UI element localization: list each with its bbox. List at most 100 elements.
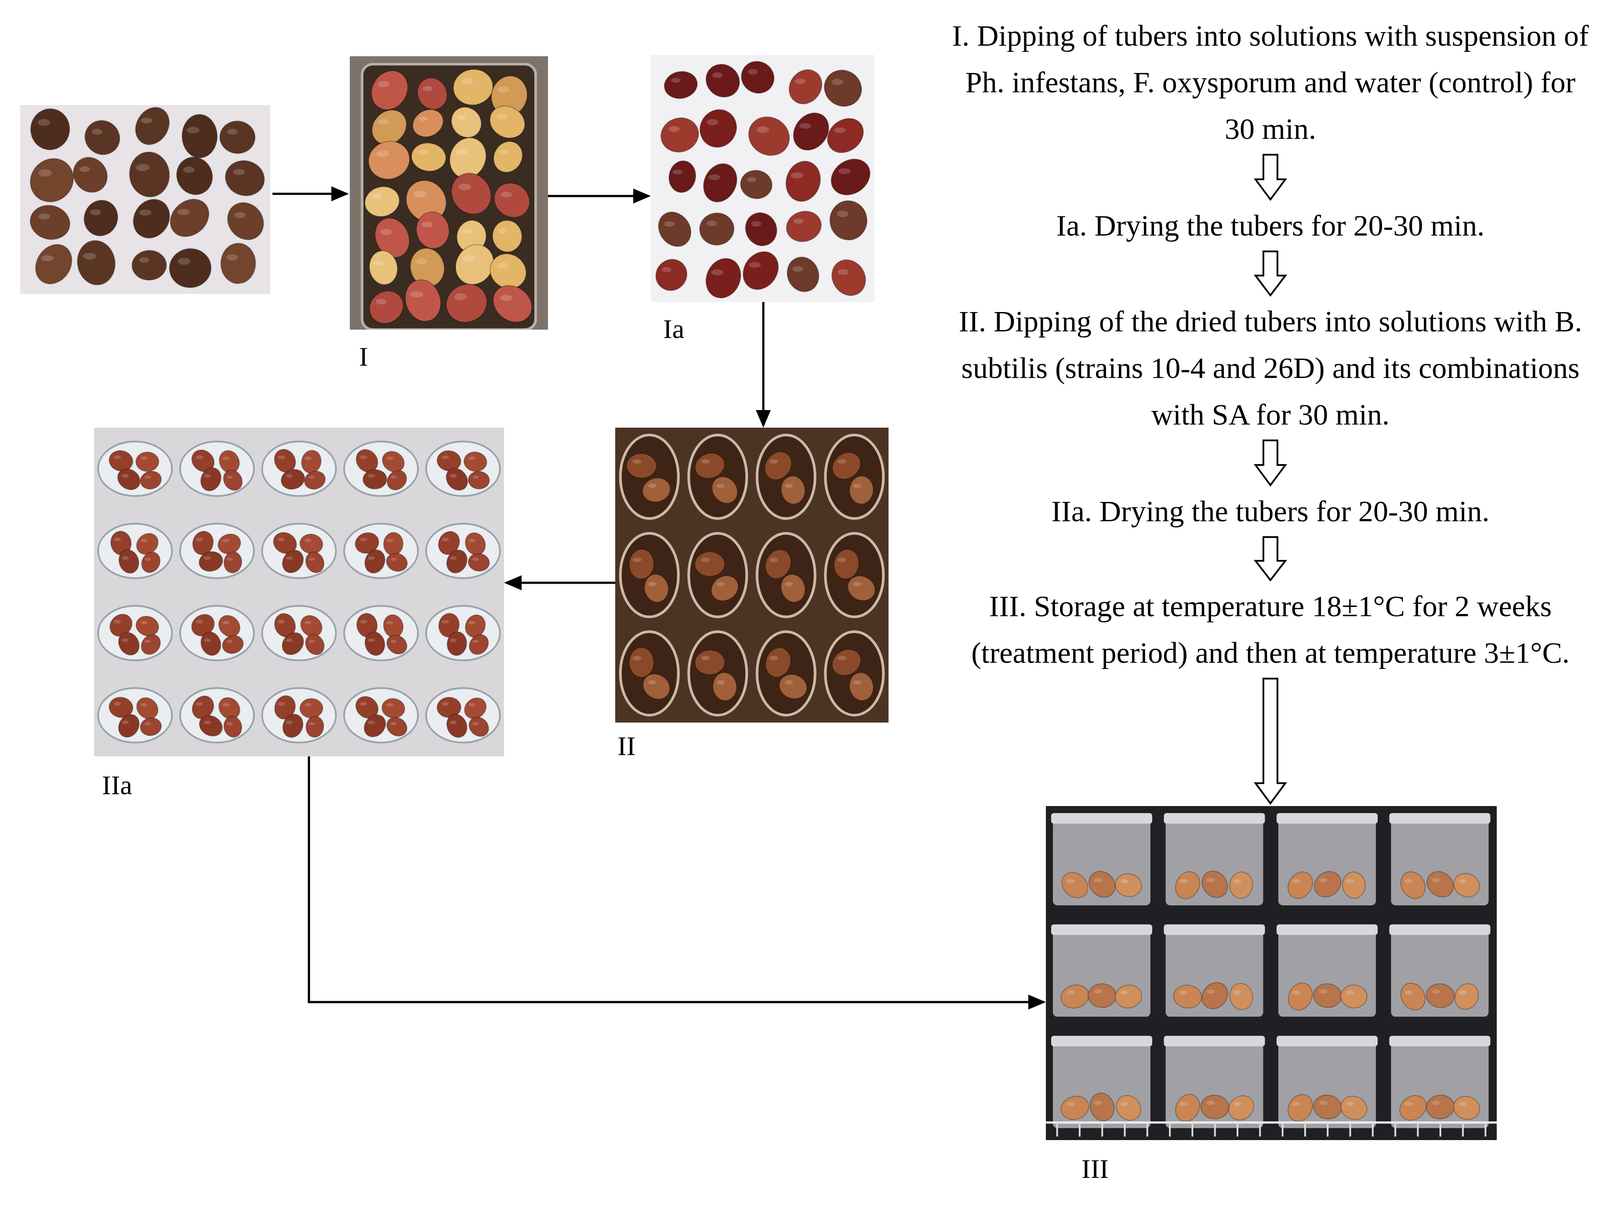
potato-shine bbox=[373, 260, 384, 265]
petri-dish bbox=[426, 523, 501, 579]
potato bbox=[412, 72, 453, 115]
potato bbox=[79, 195, 124, 241]
potato bbox=[29, 107, 72, 152]
potato bbox=[711, 671, 738, 702]
potato bbox=[694, 649, 726, 675]
potato bbox=[486, 277, 540, 330]
potato bbox=[278, 466, 308, 493]
shelf-wire bbox=[1214, 1122, 1216, 1137]
shelf-wire bbox=[1439, 1122, 1442, 1137]
potato-shine bbox=[1319, 878, 1328, 883]
potato-shine bbox=[203, 638, 211, 643]
potato-shine bbox=[121, 556, 129, 560]
hollow-arrow bbox=[1255, 536, 1286, 581]
plastic-cup bbox=[688, 435, 747, 519]
potato-shine bbox=[367, 556, 375, 560]
potato bbox=[301, 631, 328, 659]
photo-image bbox=[349, 56, 548, 330]
potato-shine bbox=[449, 638, 458, 643]
potato-shine bbox=[1233, 990, 1242, 995]
potato bbox=[299, 448, 324, 475]
potato bbox=[1197, 865, 1234, 903]
potato bbox=[700, 252, 748, 302]
potato-shine bbox=[837, 459, 847, 464]
potato bbox=[78, 113, 127, 162]
potato-shine bbox=[177, 209, 190, 216]
potato-shine bbox=[304, 703, 312, 707]
potato-shine bbox=[277, 455, 285, 459]
potato-shine bbox=[367, 474, 375, 478]
storage-box bbox=[1278, 819, 1376, 906]
potato-shine bbox=[1431, 989, 1441, 994]
potato-shine bbox=[497, 86, 510, 94]
photo-step: IIa bbox=[94, 427, 505, 757]
fridge-shelf bbox=[1045, 1121, 1497, 1124]
potato bbox=[221, 156, 269, 200]
photo-ground bbox=[1045, 805, 1497, 1140]
potato bbox=[304, 714, 326, 739]
potato bbox=[740, 207, 783, 251]
photo-image bbox=[615, 427, 889, 723]
potato-shine bbox=[390, 639, 397, 643]
potato bbox=[1337, 1092, 1371, 1124]
potato-shine bbox=[377, 119, 389, 125]
potato-shine bbox=[442, 537, 450, 541]
potato bbox=[1172, 983, 1203, 1009]
potato-shine bbox=[41, 255, 54, 262]
storage-box bbox=[1165, 1041, 1264, 1129]
potato bbox=[196, 549, 225, 574]
potato-shine bbox=[837, 655, 847, 661]
shelf-wire bbox=[1258, 1122, 1261, 1137]
potato bbox=[462, 450, 489, 474]
potato bbox=[1228, 870, 1255, 900]
potato bbox=[113, 464, 145, 494]
box-lid bbox=[1164, 924, 1266, 935]
potato bbox=[383, 713, 411, 740]
potato bbox=[1196, 976, 1234, 1014]
potato bbox=[467, 552, 491, 573]
potato-shine bbox=[226, 721, 233, 726]
potato bbox=[465, 713, 493, 741]
potato-shine bbox=[784, 680, 794, 685]
potato-shine bbox=[1319, 989, 1328, 994]
hollow-arrow bbox=[1255, 154, 1286, 200]
potato bbox=[363, 135, 415, 185]
potato-shine bbox=[449, 556, 458, 560]
shelf-wire bbox=[1484, 1122, 1487, 1137]
potato-shine bbox=[226, 639, 233, 643]
potato-shine bbox=[836, 210, 849, 218]
step-text-block: I. Dipping of tubers into solutions with… bbox=[949, 12, 1592, 153]
box-lid bbox=[1389, 1035, 1491, 1047]
potato-shine bbox=[186, 126, 200, 134]
potato bbox=[1113, 870, 1144, 900]
potato-shine bbox=[700, 655, 710, 661]
potato-shine bbox=[1120, 990, 1129, 995]
potato-shine bbox=[1120, 1101, 1129, 1106]
potato bbox=[488, 136, 529, 178]
potato-shine bbox=[852, 680, 862, 685]
potato-shine bbox=[422, 86, 433, 92]
potato bbox=[220, 195, 271, 247]
plastic-cup bbox=[620, 533, 679, 617]
potato bbox=[131, 249, 167, 281]
hollow-arrow bbox=[1255, 678, 1286, 804]
potato bbox=[441, 464, 472, 495]
potato-shine bbox=[468, 703, 476, 707]
flow-connector bbox=[547, 188, 651, 204]
potato-shine bbox=[285, 474, 293, 478]
potato-shine bbox=[144, 639, 151, 643]
potato-shine bbox=[784, 483, 794, 489]
potato bbox=[638, 668, 675, 705]
potato-shine bbox=[442, 619, 450, 624]
potato-shine bbox=[1120, 878, 1129, 883]
potato bbox=[366, 248, 400, 287]
potato-shine bbox=[454, 293, 467, 300]
potato bbox=[1395, 867, 1430, 904]
potato-shine bbox=[1206, 989, 1215, 994]
potato bbox=[364, 63, 415, 117]
potato-shine bbox=[632, 655, 642, 661]
potato-shine bbox=[632, 557, 642, 563]
potato-shine bbox=[706, 119, 719, 126]
step-text-block: III. Storage at temperature 18±1°C for 2… bbox=[949, 582, 1592, 676]
plastic-cup bbox=[688, 533, 747, 617]
